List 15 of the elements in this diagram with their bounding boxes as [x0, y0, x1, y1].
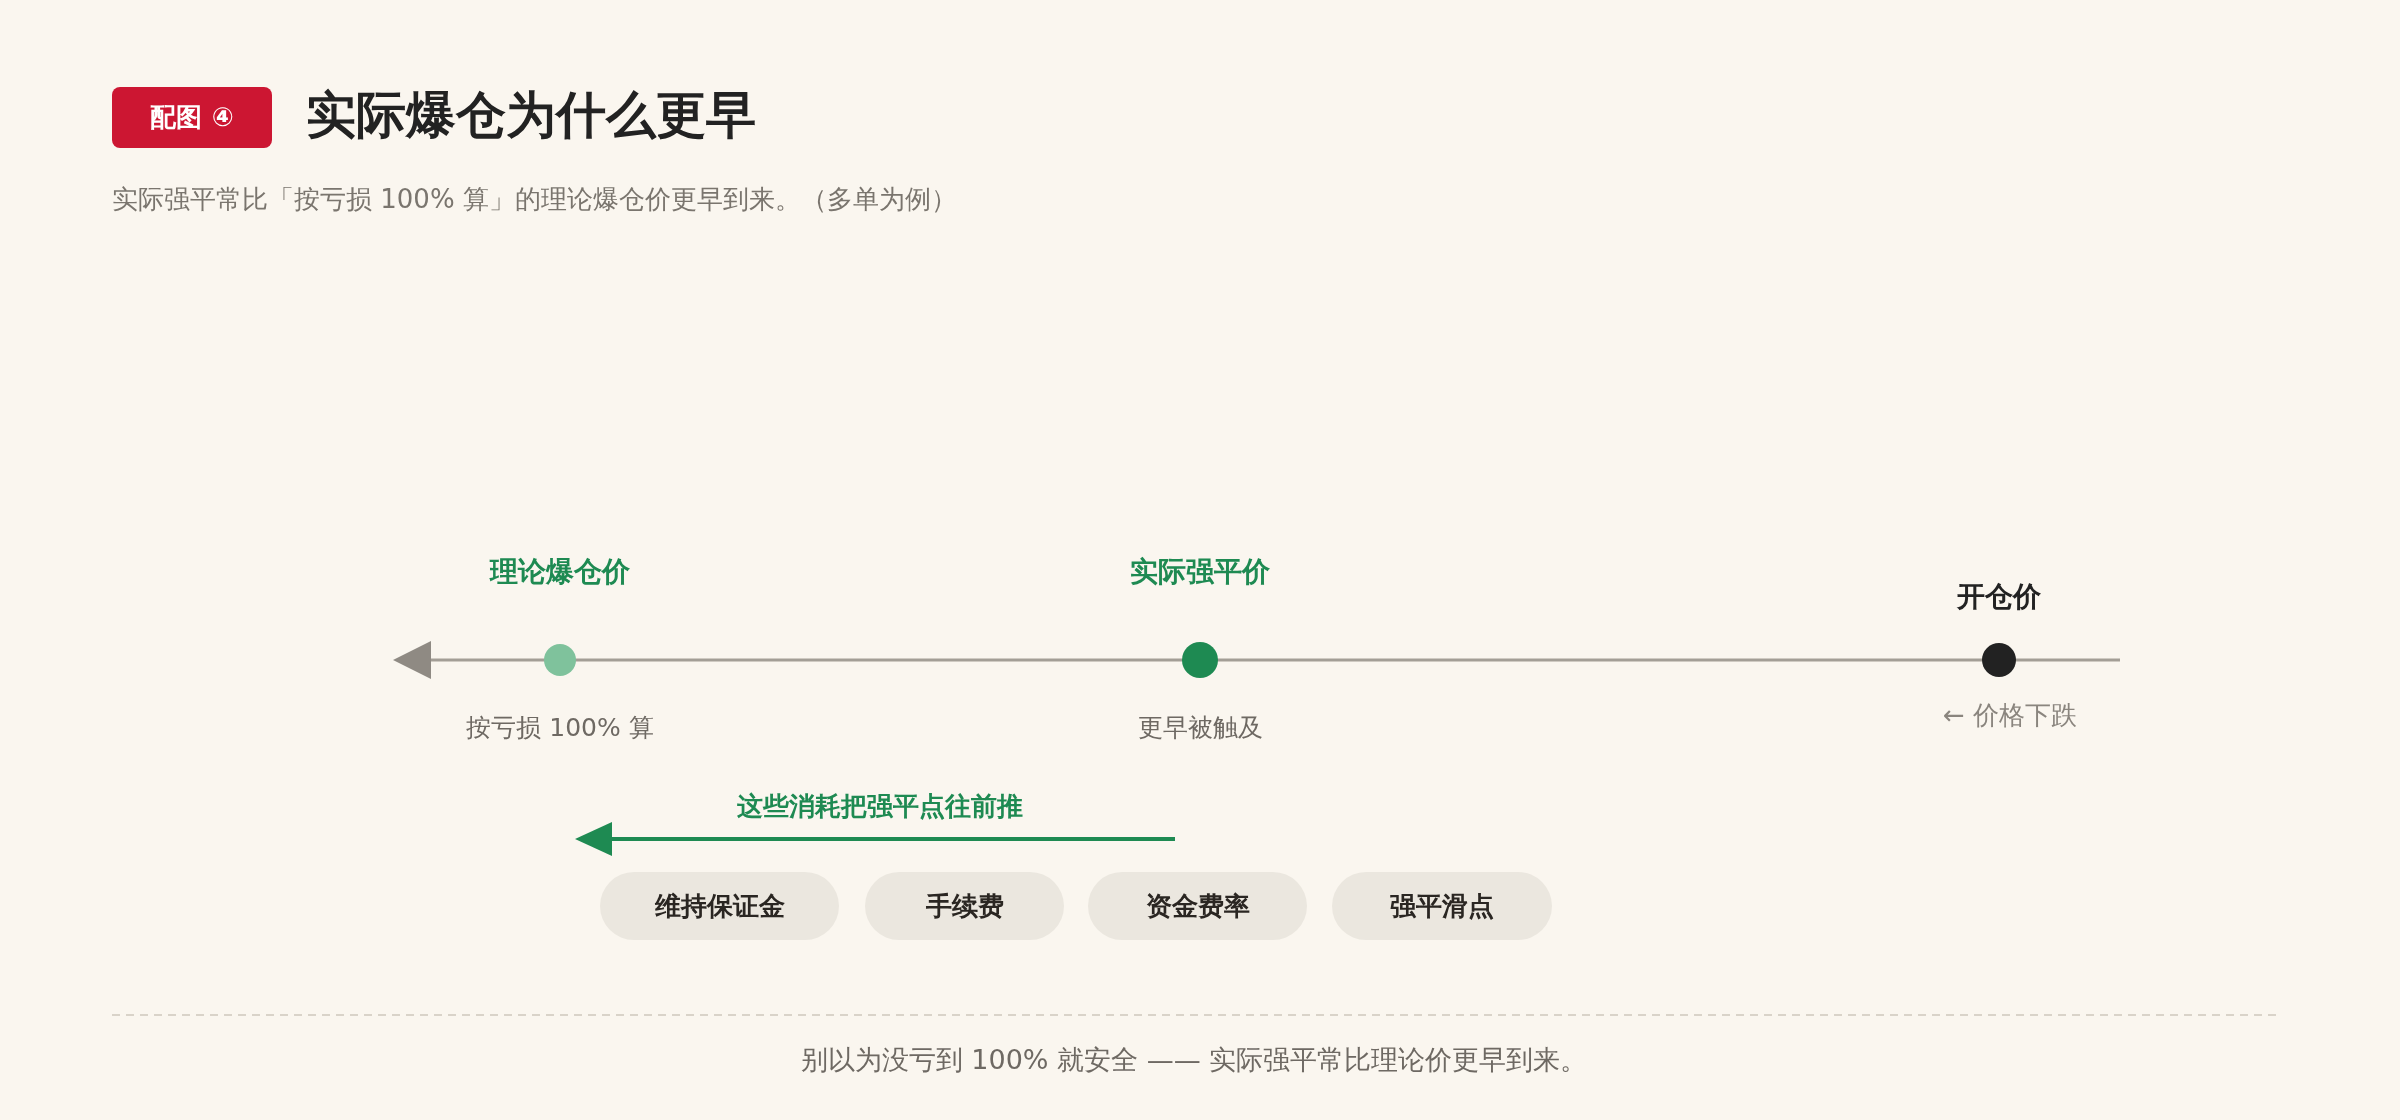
direction-note: ← 价格下跌 [1942, 699, 2078, 732]
cost-pill: 手续费 [865, 872, 1064, 940]
price-label: 实际强平价 [1130, 554, 1270, 590]
caption-text: 别以为没亏到 100% 就安全 —— 实际强平常比理论价更早到来。 [800, 1043, 1588, 1077]
subtitle-text: 实际强平常比「按亏损 100% 算」的理论爆仓价更早到来。（多单为例） [112, 183, 957, 216]
point-note: 按亏损 100% 算 [466, 711, 654, 744]
title-text: 实际爆仓为什么更早 [306, 85, 756, 146]
cost-pill: 强平滑点 [1332, 872, 1552, 940]
figure-badge: 配图 ④ [112, 87, 272, 148]
cost-pill: 资金费率 [1088, 872, 1307, 940]
price-label: 开仓价 [1957, 579, 2041, 615]
arrow-label: 这些消耗把强平点往前推 [737, 790, 1023, 823]
point-note: 更早被触及 [1137, 711, 1263, 744]
cost-pill: 维持保证金 [600, 872, 839, 940]
price-label: 理论爆仓价 [490, 554, 630, 590]
